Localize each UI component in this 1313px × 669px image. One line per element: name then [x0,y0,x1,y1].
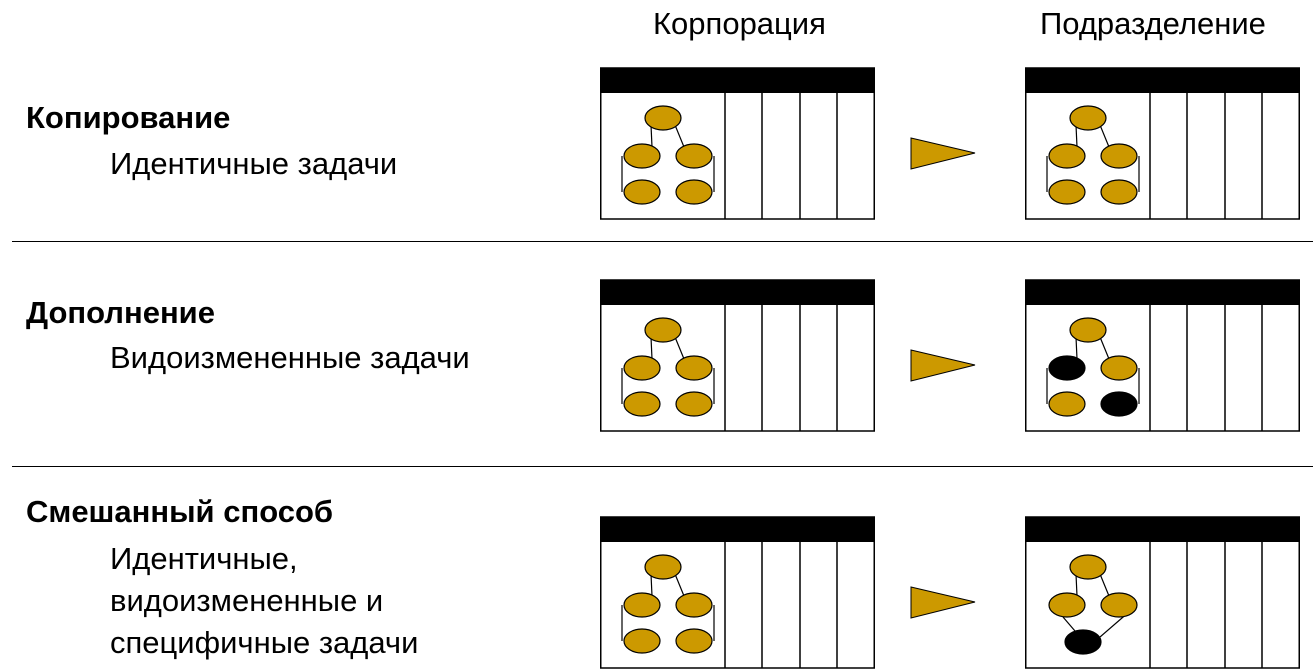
corporation-table-header-bar [600,517,875,542]
tree-edge [1062,616,1076,632]
tree-node [1100,355,1138,381]
row-divider [12,466,1313,467]
row-subtitle-line: специфичные задачи [110,625,419,660]
tree-node [623,391,661,417]
division-table-header-bar [1025,280,1300,305]
tree-node [675,179,713,205]
tree-node [623,628,661,654]
tree-edge [674,124,685,148]
tree-edge [1099,336,1110,360]
tree-node [1048,355,1086,381]
transfer-arrow [910,349,976,382]
tree-edge [674,573,685,597]
tree-node [1100,143,1138,169]
tree-node [644,317,682,343]
tree-node [1069,554,1107,580]
tree-node [644,554,682,580]
tree-node [1100,179,1138,205]
tree-node [623,355,661,381]
row-subtitle-mixed: Идентичные, видоизмененные и специфичные… [110,538,418,664]
row-subtitle-line: Идентичные, [110,541,298,576]
tree-node [675,391,713,417]
tree-node [623,592,661,618]
row-title-mixed: Смешанный способ [26,494,334,529]
row-divider [12,241,1313,242]
tree-edge [1099,573,1110,597]
corporation-table-header-bar [600,280,875,305]
row-subtitle-copying: Идентичные задачи [110,146,398,181]
tree-node [644,105,682,131]
corporation-table-frame [600,279,875,432]
tree-node [1048,179,1086,205]
tree-edge [650,336,653,360]
tree-node [1069,105,1107,131]
tree-node [623,179,661,205]
column-header-corporation: Корпорация [653,6,826,41]
tree-node [1048,592,1086,618]
tree-edge [650,573,653,597]
tree-edge [1099,124,1110,148]
tree-edge [674,336,685,360]
tree-node [675,592,713,618]
transfer-arrow [910,586,976,619]
tree-node [675,143,713,169]
row-subtitle-line: видоизмененные и [110,583,384,618]
corporation-table-frame [600,516,875,669]
column-header-division: Подразделение [1040,6,1266,41]
row-title-supplement: Дополнение [26,295,215,330]
division-table-frame [1025,67,1300,220]
row-subtitle-supplement: Видоизмененные задачи [110,340,470,375]
tree-node [1048,143,1086,169]
tree-node [1069,317,1107,343]
tree-edge [1075,336,1078,360]
division-table-header-bar [1025,517,1300,542]
tree-node [675,355,713,381]
tree-edge [1075,124,1078,148]
tree-node [1100,391,1138,417]
corporation-table-frame [600,67,875,220]
tree-node [1048,391,1086,417]
tree-edge [1075,573,1078,597]
transfer-arrow [910,137,976,170]
division-table-frame [1025,279,1300,432]
tree-node [1100,592,1138,618]
division-table-header-bar [1025,68,1300,93]
row-title-copying: Копирование [26,100,231,135]
tree-node [623,143,661,169]
tree-edge [650,124,653,148]
corporation-table-header-bar [600,68,875,93]
tree-node [1064,629,1102,655]
division-table-frame [1025,516,1300,669]
tree-node [675,628,713,654]
